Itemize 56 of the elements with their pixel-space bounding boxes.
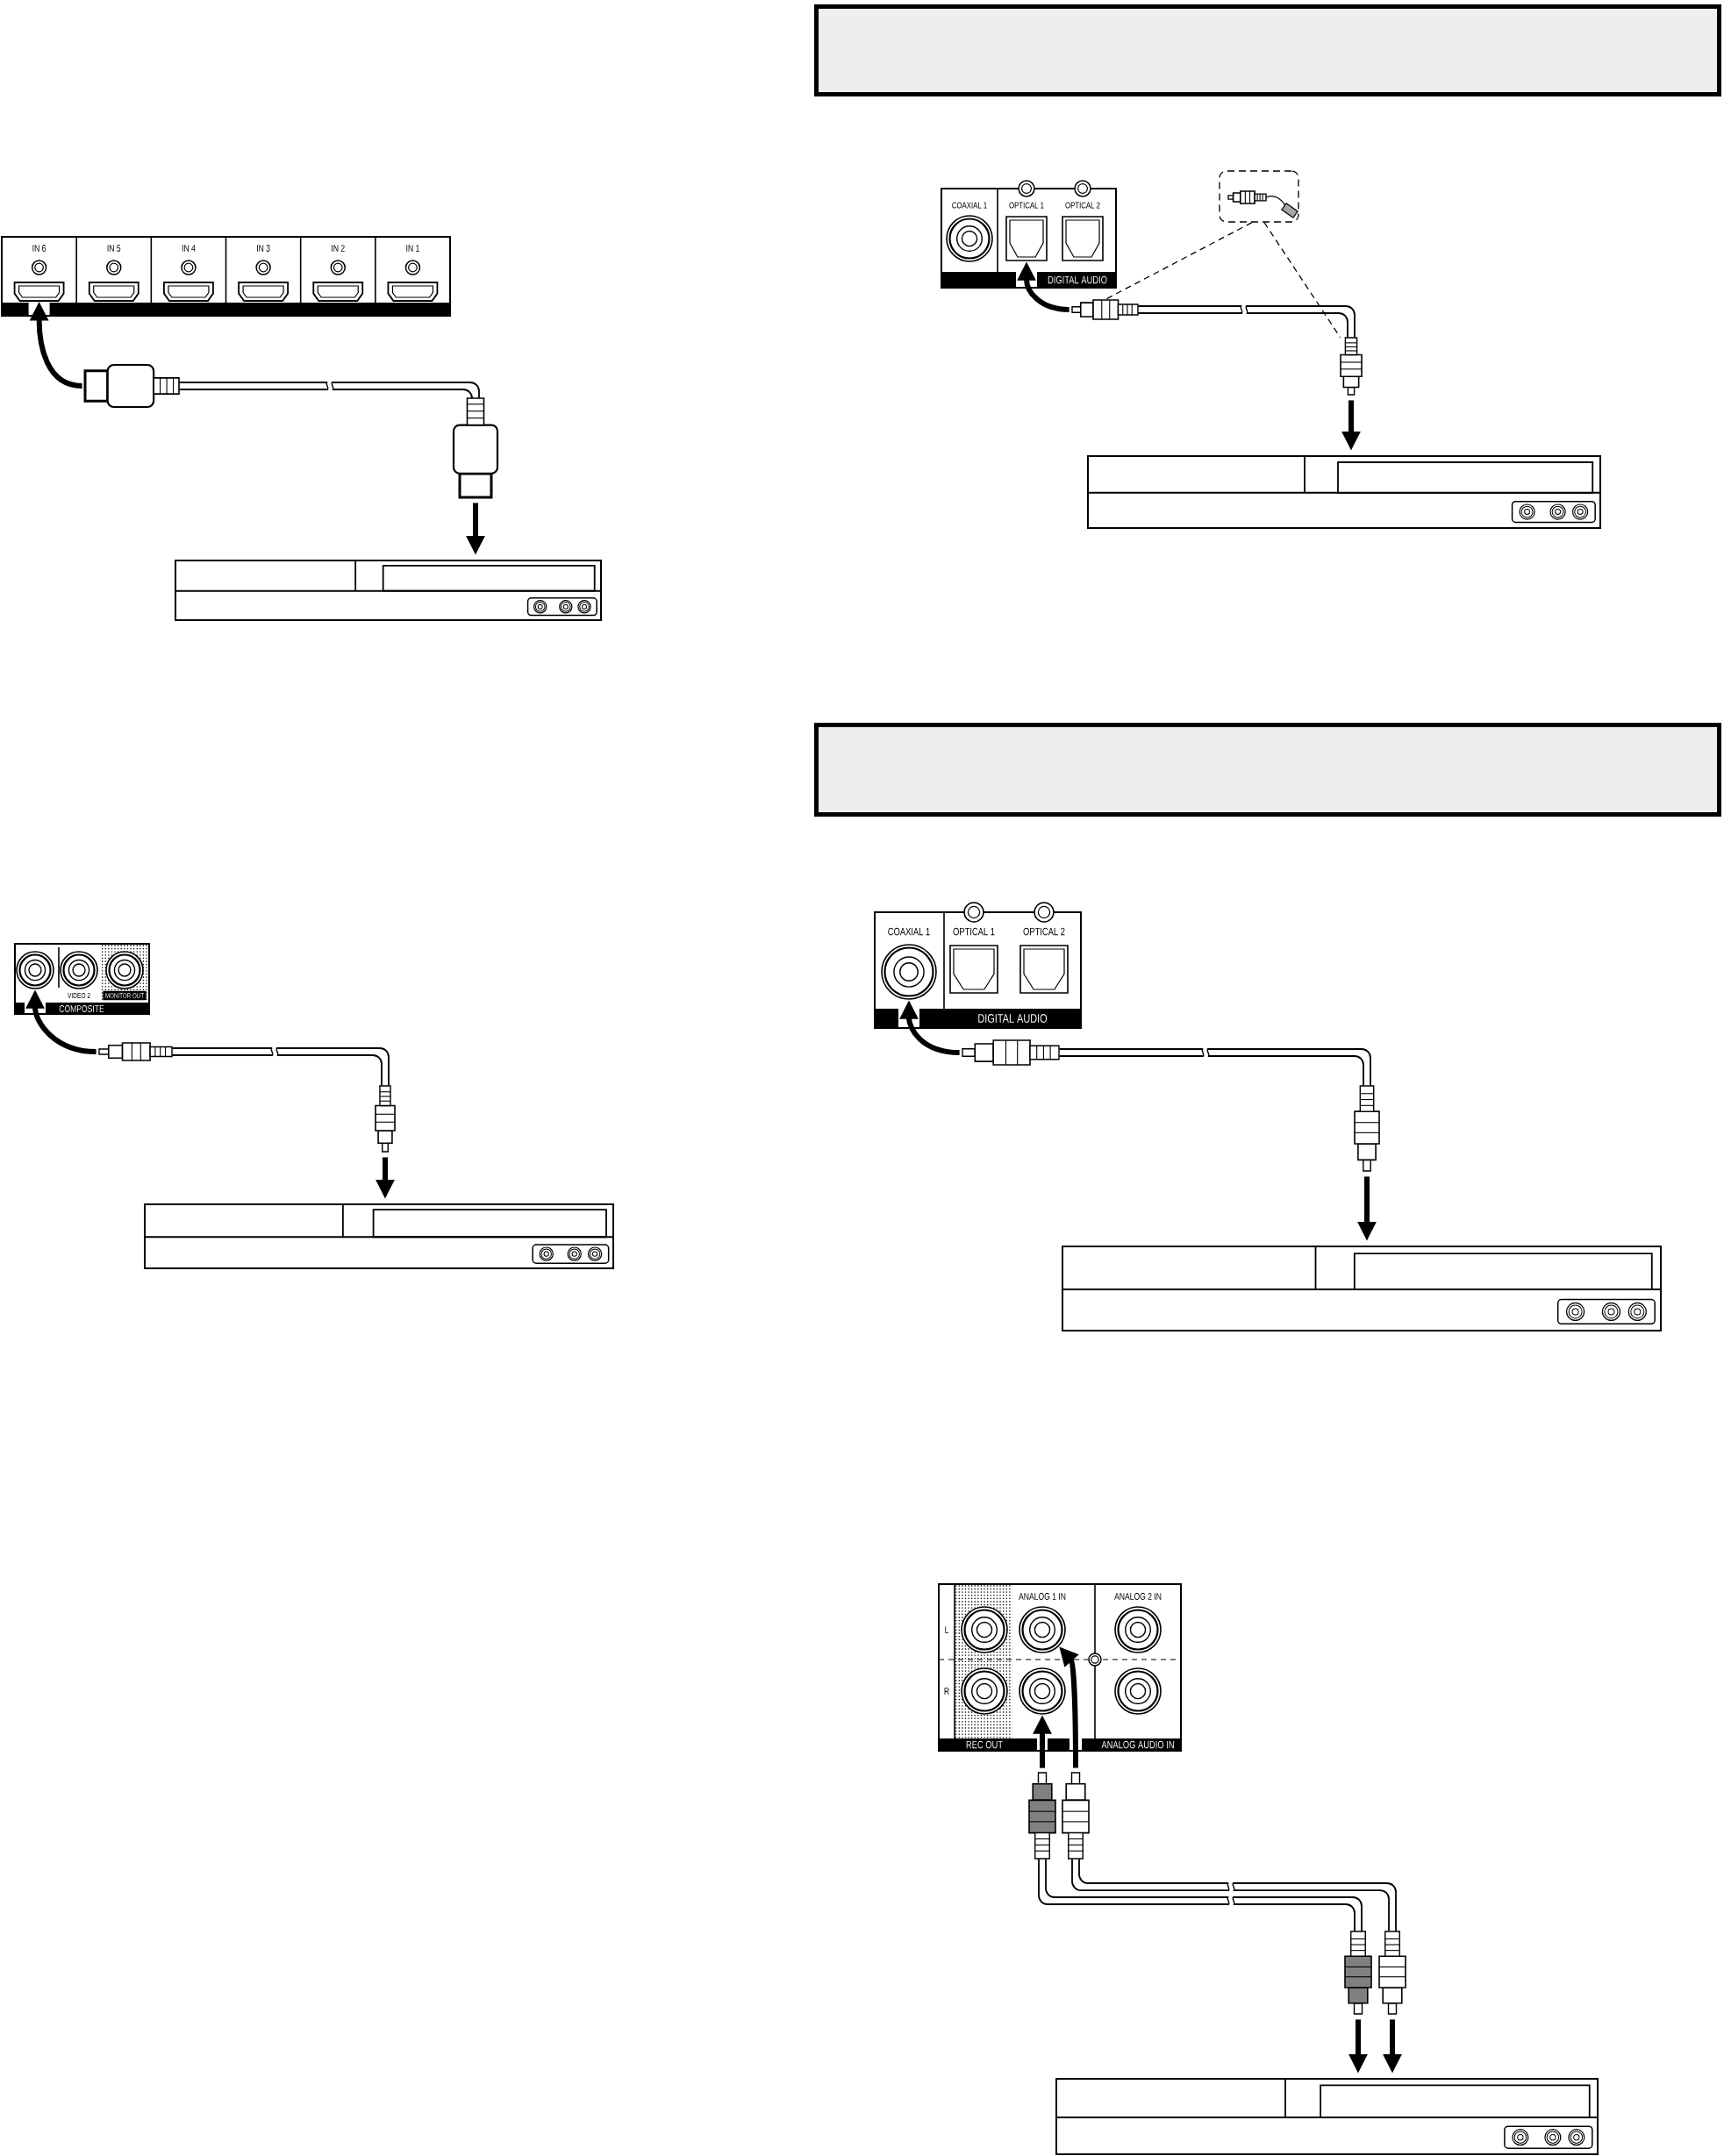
panel-label: COMPOSITE [59,1005,104,1012]
port-label: COAXIAL 1 [888,927,930,936]
rca-jack [1019,1667,1066,1715]
panel-label: R [944,1688,949,1695]
port-label: IN 1 [406,245,419,252]
rca-jack [961,1606,1008,1653]
panel-label: ANALOG AUDIO IN [1101,1740,1174,1749]
rca-jack [16,951,54,989]
cable [1038,1858,1363,1932]
rca-plug-drawing [1354,1085,1380,1172]
port-label: COAXIAL 1 [952,202,987,209]
port-label: VIDEO 2 [67,993,90,999]
rca-jack [961,1667,1008,1715]
port-label: ANALOG 1 IN [1019,1593,1066,1600]
hdmi-plug-drawing [83,363,180,409]
port-label: OPTICAL 1 [1009,202,1044,209]
inset-drawing [1219,170,1299,223]
rca-plug-drawing [1340,337,1363,396]
port-label: OPTICAL 2 [1023,927,1065,936]
leader-line [1263,222,1341,339]
panel-label: DIGITAL AUDIO [1048,275,1107,284]
port-label: ANALOG 2 IN [1114,1593,1162,1600]
banner-box [814,723,1721,817]
port-label: MONITOR OUT [103,990,147,1001]
cable [1071,1858,1397,1932]
cable [1137,305,1356,339]
rca-plug-drawing [1378,1931,1406,2015]
port-label: OPTICAL 2 [1065,202,1100,209]
panel-label: DIGITAL AUDIO [978,1014,1048,1023]
cable [171,1047,390,1087]
player-drawing [1062,1246,1662,1331]
panel-label: REC OUT [966,1740,1003,1749]
leader-line [1104,222,1253,301]
port-label: IN 2 [332,245,345,252]
rca-plug-drawing [1062,1772,1090,1860]
player-drawing [144,1203,614,1269]
port-label: IN 3 [257,245,270,252]
rca-plug-drawing [962,1039,1060,1066]
rca-jack [1114,1667,1162,1715]
port-label: IN 6 [32,245,46,252]
rca-plug-drawing [1344,1931,1372,2015]
cable [178,382,480,399]
banner-box [814,4,1721,96]
rca-plug-drawing [1071,299,1139,320]
panel-label: L [945,1626,949,1633]
hdmi-plug-drawing [452,397,499,499]
rca-plug-drawing [375,1085,396,1153]
rca-plug-drawing [1028,1772,1056,1860]
player-drawing [1087,455,1601,529]
player-drawing [175,560,602,621]
cable [1058,1048,1371,1087]
port-label: IN 5 [107,245,121,252]
rca-plug-drawing [98,1042,173,1061]
port-label: OPTICAL 1 [953,927,995,936]
player-drawing [1055,2078,1599,2155]
port-label: IN 4 [182,245,196,252]
